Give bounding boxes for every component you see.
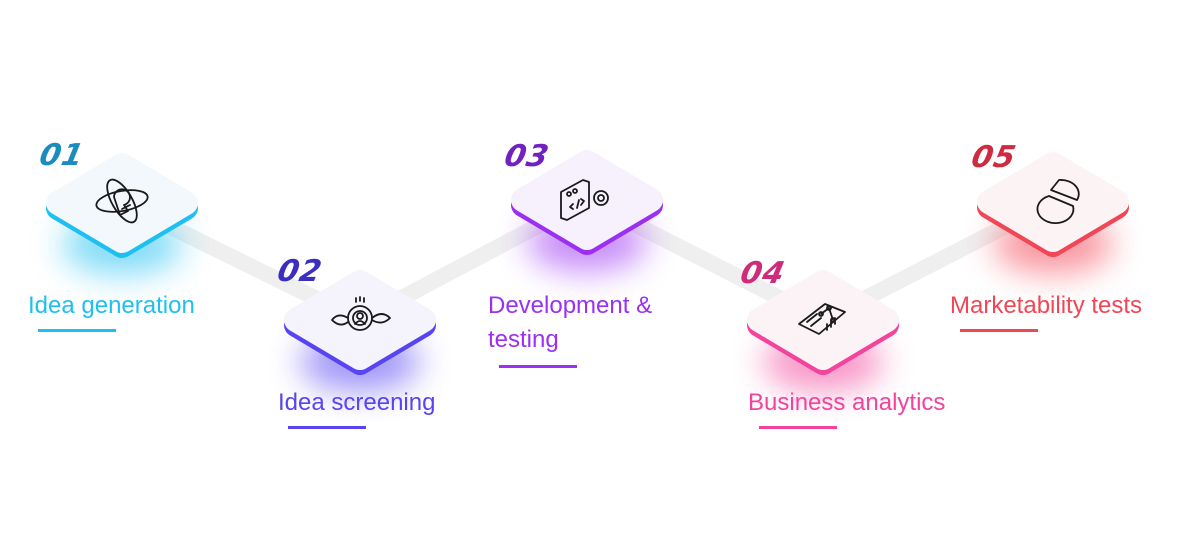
step-label: Idea screening [278, 389, 436, 416]
tile-face [46, 153, 198, 253]
step-label: Marketability tests [950, 292, 1143, 319]
step-number: 02 [274, 254, 326, 289]
step-underline [759, 426, 837, 429]
step-underline [288, 426, 366, 429]
step-label: Business analytics [748, 389, 946, 416]
tile-face [511, 150, 663, 250]
step-underline [960, 329, 1038, 332]
step-number: 04 [737, 256, 789, 291]
step-number: 03 [501, 139, 553, 174]
lightbulb-orbit-icon [95, 178, 149, 224]
step-underline [38, 329, 116, 332]
tile-face [747, 270, 899, 370]
step-label: Idea generation [28, 292, 195, 319]
analytics-chart-icon [798, 303, 846, 335]
step-tile [284, 270, 436, 392]
step-tile [747, 270, 899, 392]
step-tile [977, 152, 1129, 274]
pie-chart-icon [1036, 179, 1080, 224]
step-number: 01 [36, 138, 88, 173]
tile-face [284, 270, 436, 370]
step-tile [511, 150, 663, 272]
eye-target-icon [331, 296, 391, 331]
step-label-line-2: testing [488, 326, 559, 353]
step-tile [46, 153, 198, 275]
code-gear-icon [560, 179, 609, 221]
step-label-line-1: Development & [488, 292, 653, 319]
tile-face [977, 152, 1129, 252]
step-underline [499, 365, 577, 368]
step-number: 05 [968, 140, 1020, 175]
